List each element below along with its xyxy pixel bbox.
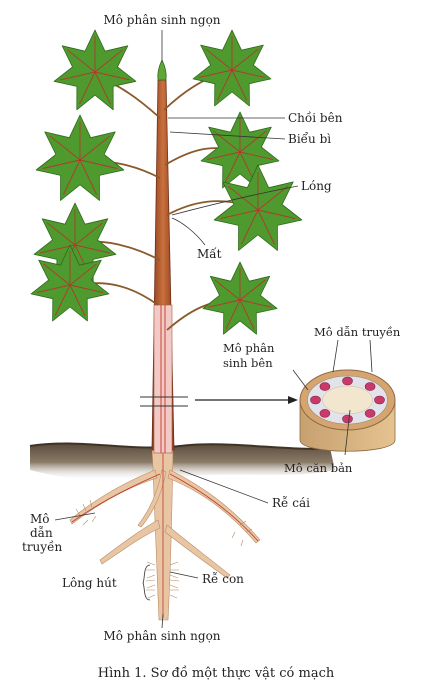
- vascular-bundle: [365, 383, 375, 391]
- label-taproot: Rễ cái: [272, 495, 310, 510]
- label-ground-tissue: Mô căn bản: [284, 461, 353, 475]
- label-lateral-meristem-2: sinh bên: [223, 356, 273, 370]
- vascular-bundle: [320, 409, 330, 417]
- stem-cross-section: [300, 370, 395, 451]
- vascular-bundle: [320, 383, 330, 391]
- label-node: Mất: [197, 246, 222, 261]
- vascular-bundle: [375, 396, 385, 404]
- vascular-bundle: [343, 377, 353, 385]
- apical-bud: [158, 60, 166, 80]
- figure-caption: Hình 1. Sơ đồ một thực vật có mạch: [98, 665, 335, 681]
- label-vascular-tissue-root-2: dẫn: [30, 525, 53, 540]
- vascular-bundle: [343, 415, 353, 423]
- label-internode: Lóng: [301, 179, 332, 193]
- vascular-bundle: [365, 409, 375, 417]
- arrow-head: [288, 396, 298, 404]
- label-vascular-tissue-stem: Mô dẫn truyền: [314, 325, 401, 339]
- vascular-bundle: [311, 396, 321, 404]
- label-vascular-tissue-root-3: truyền: [22, 539, 62, 554]
- label-lateral-meristem-1: Mô phân: [223, 341, 275, 355]
- label-apical-meristem-shoot: Mô phân sinh ngọn: [103, 13, 220, 27]
- label-lateral-bud: Chồi bên: [288, 110, 343, 125]
- lateral-root: [100, 520, 160, 564]
- label-epidermis: Biểu bì: [288, 131, 331, 146]
- label-vascular-tissue-root-1: Mô: [30, 512, 50, 526]
- label-lateral-root: Rễ con: [202, 571, 244, 586]
- label-apical-meristem-root: Mô phân sinh ngọn: [103, 629, 220, 643]
- label-root-hairs: Lông hút: [62, 576, 117, 590]
